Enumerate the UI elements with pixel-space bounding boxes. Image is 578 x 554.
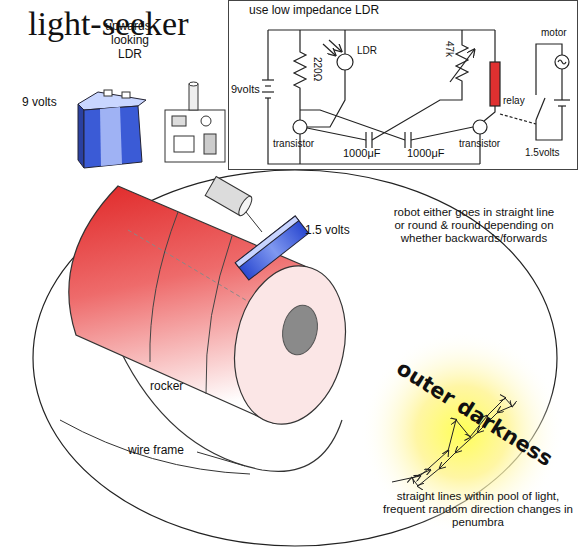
component-label: 1.5volts — [525, 147, 559, 159]
wire — [268, 29, 495, 30]
relay-component — [174, 136, 194, 152]
light-arrow — [329, 40, 341, 51]
component-label: transistor — [459, 138, 500, 150]
motor-symbol — [558, 60, 566, 64]
circuit-board — [165, 110, 225, 162]
capacitor-symbol — [371, 132, 372, 148]
resistor-symbol — [372, 30, 468, 140]
wire — [484, 106, 495, 121]
component-value: 47k — [444, 41, 456, 57]
switch-blade — [536, 98, 545, 120]
motor-symbol — [555, 55, 569, 69]
ldr-sensor — [189, 84, 198, 110]
battery-side — [78, 104, 84, 168]
cylinder-seam — [150, 212, 178, 362]
axle-hole — [278, 302, 322, 358]
motor-end — [236, 194, 254, 217]
battery-terminal — [122, 92, 130, 98]
note-text: straight lines within pool of light, fre… — [378, 490, 578, 530]
battery-top — [235, 216, 299, 268]
capacitor-symbol — [404, 132, 405, 148]
component — [172, 116, 186, 126]
component-label: motor — [541, 27, 567, 39]
part-label: rocker — [150, 380, 183, 394]
cylinder-seam — [206, 236, 232, 394]
wire — [344, 30, 345, 54]
circuit-inset: use low impedance LDR LDR 9volts 220Ω 47k mot… — [228, 0, 578, 170]
capacitor-component — [204, 134, 216, 154]
cylinder-end — [221, 256, 360, 435]
wire — [307, 128, 366, 140]
battery-1-5v — [235, 216, 308, 280]
resistor-symbol — [294, 30, 306, 120]
light-arrow — [323, 44, 335, 55]
component-label: relay — [503, 95, 525, 107]
component-value: 1000μF — [407, 147, 445, 160]
wire — [494, 30, 495, 62]
component-value: 220Ω — [312, 57, 324, 81]
wire-frame-curve — [60, 420, 250, 474]
battery-highlight — [100, 107, 122, 166]
note-text: robot either goes in straight line or ro… — [388, 206, 560, 246]
leader-line — [197, 452, 245, 466]
relay-coil — [490, 62, 500, 106]
inset-heading: use low impedance LDR — [249, 4, 379, 18]
battery-symbol — [265, 85, 271, 86]
battery-label: 1.5 volts — [305, 224, 350, 238]
component-label: 9volts — [231, 83, 260, 96]
circuit-schematic — [262, 30, 570, 164]
wire — [536, 44, 562, 95]
part-label: wire frame — [128, 444, 184, 458]
ldr-window — [189, 82, 198, 86]
battery-symbol — [554, 99, 570, 100]
area-label: outer darkness — [392, 356, 557, 471]
component-label: transistor — [273, 138, 314, 150]
ldr-symbol — [337, 54, 353, 70]
component — [201, 116, 211, 126]
wire — [561, 69, 562, 100]
battery-symbol — [262, 79, 274, 80]
transistor-symbol — [473, 120, 487, 134]
battery-9v — [84, 106, 142, 168]
component-value: 1000μF — [343, 147, 381, 160]
wire — [267, 30, 268, 80]
wire — [300, 110, 405, 140]
callout-label: upwards- looking LDR — [98, 20, 162, 61]
transistor-symbol — [293, 120, 307, 134]
relay-link — [500, 114, 536, 124]
component-label: LDR — [357, 45, 377, 57]
battery-terminal — [104, 90, 112, 96]
drive-wire — [246, 212, 262, 232]
inset-background — [228, 0, 578, 170]
battery-symbol — [262, 91, 274, 92]
battery-label: 9 volts — [22, 96, 57, 110]
